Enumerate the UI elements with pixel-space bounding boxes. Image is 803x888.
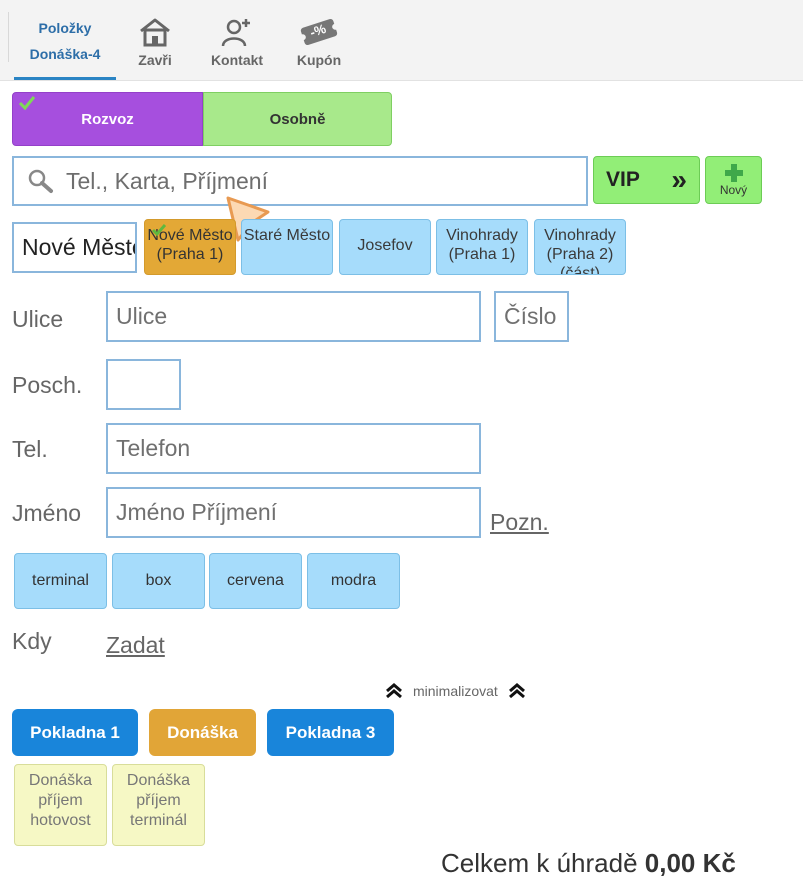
phone-field (106, 423, 481, 474)
tab-items[interactable]: Položky Donáška-4 (14, 10, 116, 80)
name-label: Jméno (12, 500, 82, 526)
tab-items-order: Donáška-4 (29, 46, 101, 62)
floor-input[interactable] (116, 371, 179, 398)
floor-label: Posch. (12, 372, 83, 398)
double-chevron-right-icon: » (671, 164, 687, 195)
district-button[interactable]: Vinohrady (Praha 1) (436, 219, 528, 275)
register-3-button[interactable]: Pokladna 3 (267, 709, 394, 756)
tab-contact-label: Kontakt (210, 52, 264, 68)
district-field (12, 222, 137, 273)
register-1-label: Pokladna 1 (30, 722, 120, 742)
tab-items-label: Položky (38, 20, 92, 36)
total-label: Celkem k úhradě (441, 848, 638, 878)
district-button-label: Staré Město (243, 227, 331, 244)
tag-button[interactable]: modra (307, 553, 400, 609)
district-button[interactable]: Josefov (339, 219, 431, 275)
total-amount: 0,00 Kč (644, 848, 736, 878)
payment-cash-label: Donáška příjem hotovost (28, 772, 93, 829)
tab-divider (8, 12, 9, 62)
payment-terminal-button[interactable]: Donáška příjem terminál (112, 764, 205, 846)
district-button-label: Josefov (357, 237, 413, 254)
double-chevron-up-icon (386, 683, 402, 699)
register-1-button[interactable]: Pokladna 1 (12, 709, 138, 756)
number-field (494, 291, 569, 342)
district-button-label: Vinohrady (Praha 1) (446, 227, 518, 263)
tab-coupon[interactable]: -% Kupón (292, 16, 346, 68)
mode-delivery-button[interactable]: Rozvoz (12, 92, 203, 146)
total-due: Celkem k úhradě 0,00 Kč (441, 848, 736, 879)
mode-delivery-label: Rozvoz (81, 110, 134, 128)
tab-close[interactable]: Zavři (132, 16, 178, 68)
tag-button[interactable]: box (112, 553, 205, 609)
new-customer-label: Nový (719, 183, 748, 197)
tag-label: cervena (227, 572, 284, 589)
district-input[interactable] (22, 234, 135, 261)
delivery-register-button[interactable]: Donáška (149, 709, 256, 756)
street-field (106, 291, 481, 342)
add-contact-icon (217, 16, 257, 48)
tag-label: box (145, 572, 172, 589)
number-input[interactable] (504, 303, 567, 330)
street-label: Ulice (12, 306, 64, 332)
district-button-label: Vinohrady (Praha 2) (část) (544, 227, 616, 275)
customer-search-input[interactable] (66, 167, 566, 195)
phone-label: Tel. (12, 436, 48, 462)
register-3-label: Pokladna 3 (285, 722, 376, 742)
check-icon (151, 224, 167, 237)
district-button[interactable]: Nové Město (Praha 1) (144, 219, 236, 275)
double-chevron-up-icon (508, 683, 525, 699)
tab-close-label: Zavři (138, 52, 172, 68)
plus-icon (724, 164, 743, 182)
district-button[interactable]: Vinohrady (Praha 2) (část) (534, 219, 626, 275)
customer-search-box (12, 156, 588, 206)
district-button-label: Nové Město (Praha 1) (147, 227, 233, 263)
home-icon (135, 16, 175, 48)
name-input[interactable] (116, 499, 479, 526)
vip-button[interactable]: VIP » (593, 156, 700, 204)
name-field (106, 487, 481, 538)
when-link[interactable]: Zadat (106, 632, 165, 658)
vip-label: VIP (606, 168, 640, 191)
note-link[interactable]: Pozn. (490, 509, 549, 535)
top-tab-bar: Položky Donáška-4 Zavři Kontakt (0, 0, 803, 81)
delivery-register-label: Donáška (167, 722, 238, 742)
tag-button[interactable]: cervena (209, 553, 302, 609)
district-button[interactable]: Staré Město (241, 219, 333, 275)
payment-terminal-label: Donáška příjem terminál (126, 772, 191, 829)
search-icon (28, 169, 53, 193)
phone-input[interactable] (116, 435, 479, 462)
mode-pickup-label: Osobně (269, 110, 326, 128)
street-input[interactable] (116, 303, 479, 330)
tag-button[interactable]: terminal (14, 553, 107, 609)
tab-coupon-label: Kupón (296, 52, 342, 68)
tag-label: terminal (32, 572, 89, 589)
minimize-label: minimalizovat (413, 683, 498, 699)
minimize-toggle[interactable]: minimalizovat (385, 681, 545, 701)
floor-field (106, 359, 181, 410)
mode-pickup-button[interactable]: Osobně (203, 92, 392, 146)
coupon-icon: -% (299, 16, 339, 48)
tab-contact[interactable]: Kontakt (206, 16, 268, 68)
new-customer-button[interactable]: Nový (705, 156, 762, 204)
tag-label: modra (330, 572, 377, 589)
check-icon (18, 96, 36, 111)
when-label: Kdy (12, 628, 52, 654)
payment-cash-button[interactable]: Donáška příjem hotovost (14, 764, 107, 846)
